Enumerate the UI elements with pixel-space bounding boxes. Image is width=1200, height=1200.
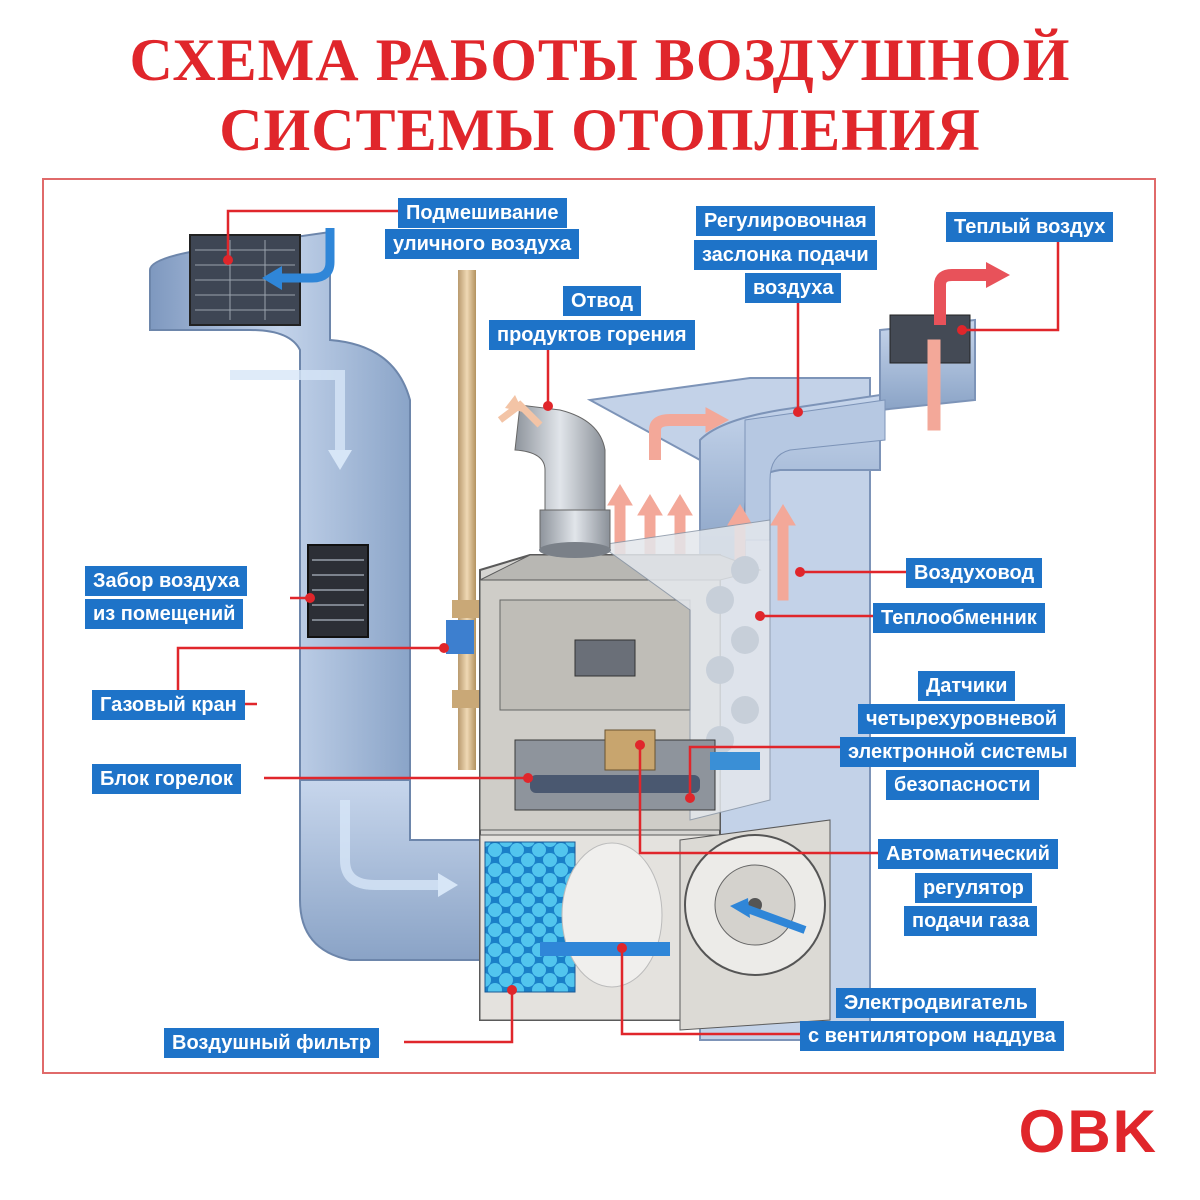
label-outside-air-line1: Подмешивание <box>398 198 567 228</box>
air-filter <box>484 841 576 993</box>
label-damper-line3: воздуха <box>745 273 842 303</box>
label-gas-regulator-line2: регулятор <box>915 873 1032 903</box>
diagram-frame <box>42 178 1156 1074</box>
label-sensors-line4: безопасности <box>886 770 1039 800</box>
label-sensors-line1: Датчики <box>918 671 1016 701</box>
flue-pipe <box>514 404 606 521</box>
fan-motor-shaft <box>540 942 670 956</box>
label-heat-exchanger: Теплообменник <box>873 603 1045 633</box>
obk-logo: OBK <box>1018 1098 1158 1165</box>
title-line-1: СХЕМА РАБОТЫ ВОЗДУШНОЙ <box>129 27 1071 93</box>
label-sensors-line2: четырехуровневой <box>858 704 1066 734</box>
leader-dots <box>223 255 967 995</box>
label-room-intake-line1: Забор воздуха <box>85 566 248 596</box>
title-line-2: СИСТЕМЫ ОТОПЛЕНИЯ <box>219 97 981 163</box>
warm-air-arrow <box>934 269 990 325</box>
label-outside-air-line2: уличного воздуха <box>385 229 580 259</box>
label-damper-line1: Регулировочная <box>696 206 875 236</box>
label-gas-valve: Газовый кран <box>92 690 245 720</box>
label-exhaust-line1: Отвод <box>563 286 642 316</box>
label-duct: Воздуховод <box>906 558 1043 588</box>
label-exhaust-line2: продуктов горения <box>489 320 695 350</box>
label-gas-regulator-line3: подачи газа <box>904 906 1038 936</box>
label-air-filter: Воздушный фильтр <box>164 1028 380 1058</box>
outside-air-arrow <box>278 228 335 283</box>
label-burners: Блок горелок <box>92 764 241 794</box>
label-room-intake-line2: из помещений <box>85 599 244 629</box>
label-sensors-line3: электронной системы <box>840 737 1076 767</box>
label-warm-air: Теплый воздух <box>946 212 1114 242</box>
label-damper-line2: заслонка подачи <box>694 240 877 270</box>
label-motor-line1: Электродвигатель <box>836 988 1036 1018</box>
leader-lines <box>176 209 1060 1044</box>
label-gas-regulator-line1: Автоматический <box>878 839 1058 869</box>
label-motor-line2: с вентилятором наддува <box>800 1021 1064 1051</box>
